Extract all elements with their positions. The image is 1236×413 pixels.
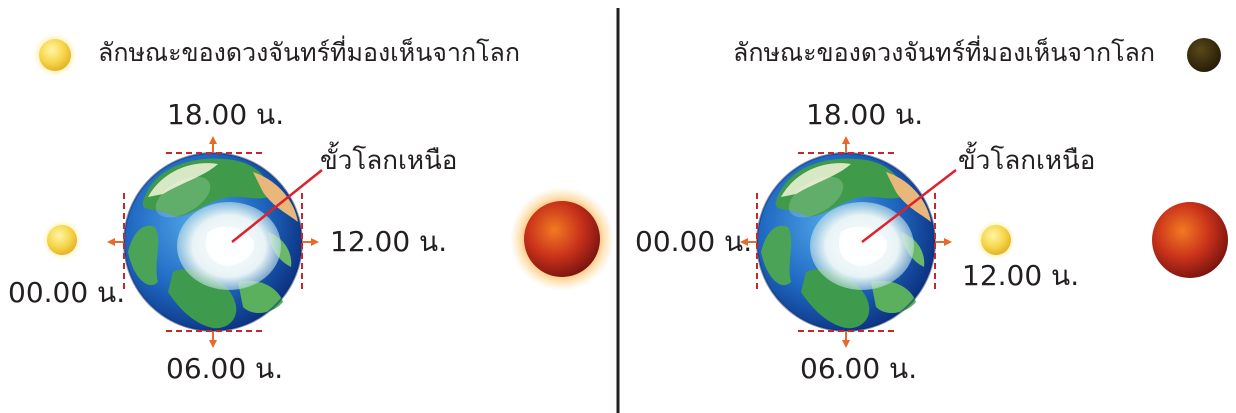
left-time-left: 00.00 น. [8,276,126,309]
direction-arrows [740,136,952,348]
earth-icon [123,152,303,332]
right-panel-title: ลักษณะของดวงจันทร์ที่มองเห็นจากโลก [733,38,1155,67]
right-panel-artwork [740,38,1228,348]
right-time-top: 18.00 น. [806,98,924,131]
left-time-bottom: 06.00 น. [166,352,284,385]
right-time-right: 12.00 น. [962,259,1080,292]
right-north-pole-label: ขั้วโลกเหนือ [958,146,1096,176]
left-time-top: 18.00 น. [167,98,285,131]
earth-icon [756,152,936,332]
dashed-tangent-lines [123,152,303,332]
north-pole-pointer [231,169,323,243]
new-moon-icon [1187,38,1221,72]
sun-icon [1152,202,1228,278]
full-moon-orbit-icon [47,225,77,255]
right-time-left: 00.00 น. [635,225,753,258]
right-time-bottom: 06.00 น. [800,352,918,385]
sun-icon [524,201,600,277]
full-moon-orbit-icon [981,225,1011,255]
left-north-pole-label: ขั้วโลกเหนือ [320,146,458,176]
north-pole-pointer [861,169,957,243]
full-moon-icon [39,39,71,71]
left-panel-title: ลักษณะของดวงจันทร์ที่มองเห็นจากโลก [98,38,520,67]
direction-arrows [107,136,319,348]
left-panel-artwork [33,33,614,348]
dashed-tangent-lines [756,152,936,332]
left-time-right: 12.00 น. [330,225,448,258]
